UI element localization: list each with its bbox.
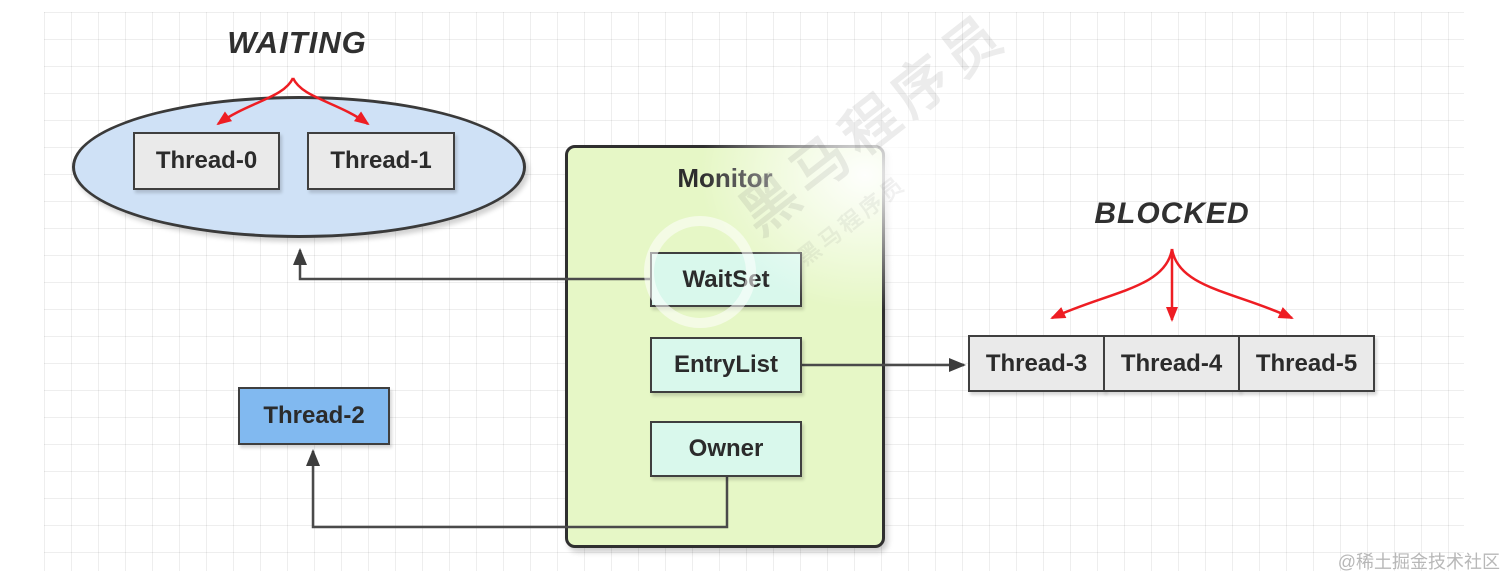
thread-1-label: Thread-1: [330, 147, 432, 174]
red-arrow-waiting-to-thread-1: [291, 77, 370, 126]
thread-2-label: Thread-2: [263, 402, 365, 429]
thread-4-label: Thread-4: [1120, 349, 1223, 377]
credit-text: @稀土掘金技术社区: [1337, 552, 1500, 572]
owner-label: Owner: [688, 435, 764, 462]
entrylist-label: EntryList: [673, 351, 778, 378]
thread-5-label: Thread-5: [1255, 349, 1358, 377]
connector-waitset-to-waiting-ellipse: [293, 248, 650, 281]
thread-5-box: Thread-5: [1238, 335, 1375, 392]
entrylist-box: EntryList: [650, 337, 802, 393]
waitset-label: WaitSet: [682, 265, 770, 293]
red-arrow-blocked-to-thread-5: [1170, 248, 1294, 320]
thread-4-box: Thread-4: [1103, 335, 1240, 392]
thread-0-label: Thread-0: [155, 147, 258, 174]
red-arrow-waiting-to-thread-0: [216, 77, 295, 126]
blocked-thread-row: Thread-3 Thread-4 Thread-5: [968, 335, 1375, 392]
blocked-state-title: BLOCKED: [1094, 197, 1250, 230]
waitset-box: WaitSet: [650, 252, 802, 307]
red-arrow-blocked-to-thread-3: [1050, 248, 1174, 320]
thread-3-label: Thread-3: [985, 349, 1088, 377]
thread-3-box: Thread-3: [968, 335, 1105, 392]
waiting-state-title: WAITING: [227, 25, 367, 60]
owner-box: Owner: [650, 421, 802, 477]
thread-1-box: Thread-1: [307, 132, 455, 190]
thread-0-box: Thread-0: [133, 132, 280, 190]
connector-owner-to-thread-2: [306, 449, 729, 529]
thread-2-box: Thread-2: [238, 387, 390, 445]
